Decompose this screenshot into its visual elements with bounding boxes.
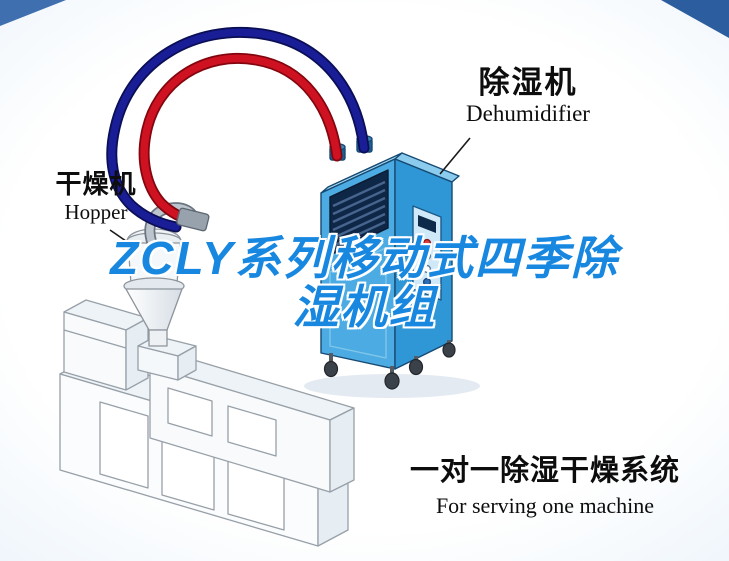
hopper-label: 干燥机 Hopper xyxy=(46,170,146,225)
dehumidifier-cabinet xyxy=(304,135,480,398)
corner-accent-top-right xyxy=(661,0,729,38)
machine-gearbox-side xyxy=(125,317,149,391)
machine-panel xyxy=(99,401,149,489)
pointer-lines xyxy=(109,137,471,249)
machine-panel xyxy=(227,405,277,457)
control-button xyxy=(422,277,432,287)
machine-gearbox-seam xyxy=(63,329,127,349)
watermark-line2: 湿机组 xyxy=(292,281,437,333)
hopper-pointer-line xyxy=(109,229,137,249)
dehumidifier-label: 除湿机 Dehumidifier xyxy=(450,66,606,128)
corner-accent-top-left xyxy=(0,0,66,26)
dehumidifier-pointer-line xyxy=(439,137,471,175)
hopper-label-cn: 干燥机 xyxy=(55,169,137,199)
caster-wheel xyxy=(408,358,424,376)
vent-grille xyxy=(329,169,389,256)
control-button xyxy=(422,264,432,274)
system-label-en: For serving one machine xyxy=(435,493,655,518)
watermark-title: ZCLY系列移动式四季除 湿机组 xyxy=(0,234,729,332)
machine-upper-side xyxy=(329,407,355,493)
caster-wheel xyxy=(323,360,339,378)
blue-air-hose xyxy=(108,28,368,231)
air-hoses xyxy=(106,26,370,233)
control-panel xyxy=(412,205,442,301)
extruder-machine xyxy=(59,299,355,547)
dehumidifier-label-en: Dehumidifier xyxy=(466,101,590,126)
caster-wheels xyxy=(323,340,456,390)
cabinet-door-seam xyxy=(329,247,387,359)
caster-wheel xyxy=(442,342,456,358)
control-button xyxy=(422,251,432,261)
watermark-line1: ZCLY系列移动式四季除 xyxy=(110,232,619,284)
caster-wheel xyxy=(384,372,400,390)
machine-panel xyxy=(167,387,213,437)
red-air-hose xyxy=(140,54,341,226)
control-button xyxy=(422,238,432,248)
hopper-mount-side xyxy=(177,345,197,381)
system-label: 一对一除湿干燥系统 For serving one machine xyxy=(394,454,696,520)
hose-fitting xyxy=(176,207,210,232)
control-display xyxy=(418,215,436,233)
hopper-label-en: Hopper xyxy=(64,200,128,224)
hopper-neck xyxy=(148,329,168,347)
dehumidifier-label-cn: 除湿机 xyxy=(478,65,578,100)
system-label-cn: 一对一除湿干燥系统 xyxy=(409,455,680,487)
